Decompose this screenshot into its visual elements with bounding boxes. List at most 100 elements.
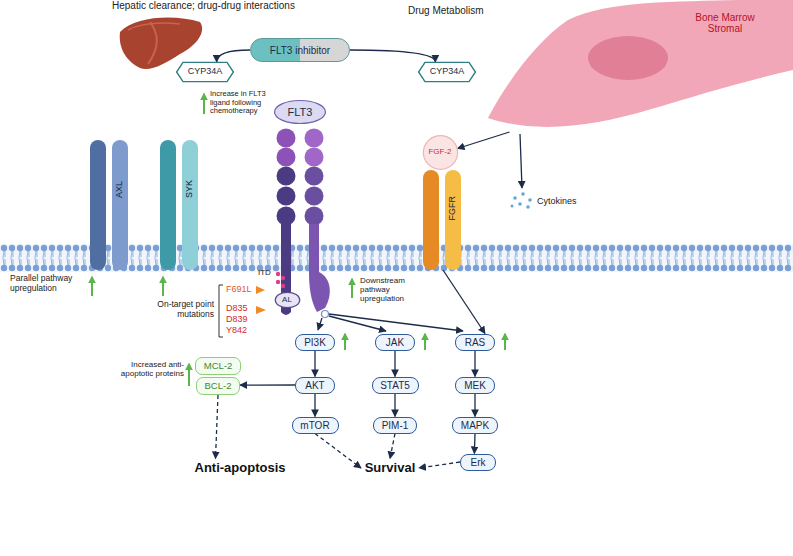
node-text: MCL-2 [204,361,233,371]
upregulation-arrows-part [203,94,205,114]
arrow-connector [350,50,435,62]
outcome-text: Anti-apoptosis [191,459,289,478]
node-text: FLT3 inhibitor [270,45,330,56]
node-text: STAT5 [380,380,410,391]
receptor-symbol: FGFR [420,170,466,270]
flt3-receptor-part [305,129,324,148]
annotation-label: Y842 [226,325,247,335]
pathway-box: JAK [375,334,415,351]
arrow-connector [394,394,395,417]
dashed-connector [419,462,460,468]
cytokine-release-part [528,198,532,202]
node-text: RAS [465,337,486,348]
itd-insertion-part [281,284,285,288]
receptor-chain [160,140,176,270]
node-text: MAPK [461,420,489,431]
mutation-markers-part [219,285,223,337]
node-text: FGFR [448,196,458,221]
annotation-label: Downstream pathway upregulation [360,276,432,304]
annotation-label: ITD [258,268,271,277]
stromal-cell: Bone Marrow Stromal [478,0,793,132]
upregulation-arrows-part [188,364,190,386]
upregulation-arrows-part [504,334,506,350]
arrow-connector [474,434,476,454]
flt3-receptor-part [277,207,296,226]
arrow-connector [458,132,510,149]
pathway-box: mTOR [292,417,339,434]
annotation-label: D835 [226,303,248,313]
flt3-receptor-part [309,272,330,312]
flt3-receptor-part [305,187,324,206]
arrow-connector [474,394,475,417]
receptor-chain [445,170,461,270]
outcome-text: Survival [361,459,419,478]
anti-apoptotic-box: MCL-2 [195,357,241,375]
flt3-receptor-part [277,148,296,167]
enzyme-hexagon: CYP34A [418,62,476,82]
receptor-chain [112,140,128,270]
itd-insertion-part [281,276,285,280]
receptor-bars [420,170,466,270]
flt3-receptor-part [277,129,296,148]
annotation-label: Parallel pathway upregulation [10,274,86,294]
cytokine-release-part [526,205,530,209]
arrow-connector [240,384,295,385]
growth-factor-circle: FGF-2 [423,135,458,170]
activation-loop-ellipse: AL [275,292,300,308]
itd-insertion-part [276,272,280,276]
liver-illustration-part [148,22,157,64]
node-text: Survival [365,461,416,475]
pathway-box: STAT5 [372,377,419,394]
node-text: mTOR [300,420,329,431]
pathway-box: Erk [460,454,496,471]
arrow-connector [474,351,475,377]
node-text: AL [282,296,292,305]
node-text: AKT [305,380,324,391]
dashed-connector [315,434,361,469]
node-text: PIM-1 [382,420,409,431]
flt3-receptor [277,129,330,316]
node-text: JAK [386,337,404,348]
node-text: PI3K [304,337,326,348]
ellipse-outline [275,292,300,307]
annotation-label: D839 [226,314,248,324]
cytokine-release-part [518,202,522,206]
receptor-bars [80,140,140,270]
arrow-connector [314,394,315,417]
annotation-label: Increase in FLT3 ligand following chemot… [210,90,268,116]
dashed-connector [216,395,219,459]
receptor-signal-arrows [318,311,463,332]
receptor-bars [150,140,210,270]
anti-apoptotic-box: BCL-2 [196,377,240,395]
liver-illustration-part [120,17,202,69]
hexagon-outline [177,62,234,81]
node-text: Bone Marrow Stromal [683,12,767,34]
mutation-markers-part [256,286,265,294]
upregulation-arrows-part [91,277,93,296]
receptor-chain [90,140,106,270]
upregulation-arrows-part [344,334,346,350]
annotation-label: Hepatic clearance; drug-drug interaction… [112,0,295,12]
receptor-chain [423,170,439,270]
receptor-symbol: SYK [150,140,210,270]
cytokine-release-part [521,192,525,196]
node-text: SYK [185,180,195,198]
upregulation-arrows-part [351,279,353,298]
node-text: Anti-apoptosis [195,461,286,475]
receptor-symbol: AXL [80,140,140,270]
arrow-connector [314,351,315,377]
node-text: MEK [464,380,486,391]
mutation-markers [219,285,266,337]
pathway-box: AKT [295,377,335,394]
receptor-signal-arrows-part [318,318,322,330]
arrow-connector [443,270,485,334]
flt3-receptor-part [305,207,324,226]
flt3-receptor-part [281,224,291,272]
itd-insertion-part [276,280,280,284]
arrow-connector [394,351,395,377]
pathway-box: RAS [455,334,495,351]
receptor-signal-arrows-part [322,311,329,318]
mutation-markers-part [256,306,266,314]
liver-illustration-part [128,23,180,30]
